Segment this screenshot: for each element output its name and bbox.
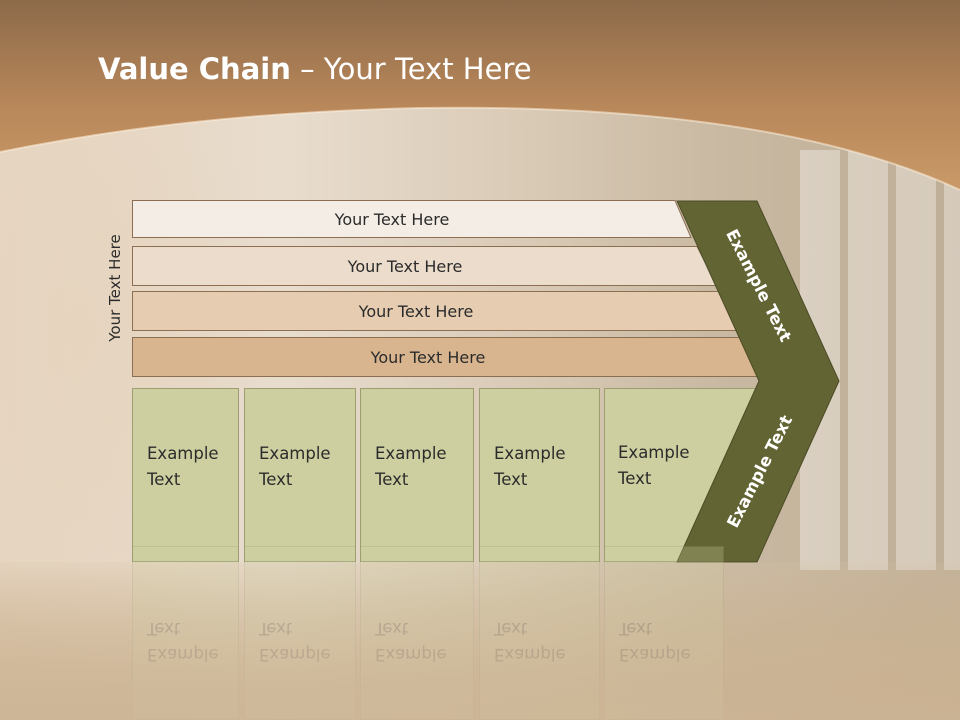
title-rest: – Your Text Here (290, 52, 532, 86)
page-title: Value Chain – Your Text Here (98, 52, 532, 86)
activity-box-5: Example Text (604, 388, 764, 562)
bar-1: Your Text Here (132, 200, 692, 238)
header-band (0, 0, 960, 191)
reflection-fade (0, 562, 960, 720)
activity-box-1-text: Example Text (147, 444, 219, 489)
activity-box-1: Example Text (132, 388, 239, 562)
bar-1-label: Your Text Here (334, 209, 450, 229)
activity-box-4-text: Example Text (494, 444, 566, 489)
bar-3: Your Text Here (132, 291, 740, 331)
activity-box-3-text: Example Text (375, 444, 447, 489)
activity-box-5-text: Example Text (618, 443, 690, 488)
bar-2-label: Your Text Here (347, 256, 463, 276)
title-bold: Value Chain (98, 52, 291, 86)
activity-box-3: Example Text (360, 388, 474, 562)
bar-2: Your Text Here (132, 246, 718, 286)
activity-box-2-text: Example Text (259, 444, 331, 489)
activity-box-2: Example Text (244, 388, 356, 562)
bar-4-label: Your Text Here (370, 347, 486, 367)
bar-3-label: Your Text Here (358, 301, 474, 321)
activity-box-4: Example Text (479, 388, 600, 562)
